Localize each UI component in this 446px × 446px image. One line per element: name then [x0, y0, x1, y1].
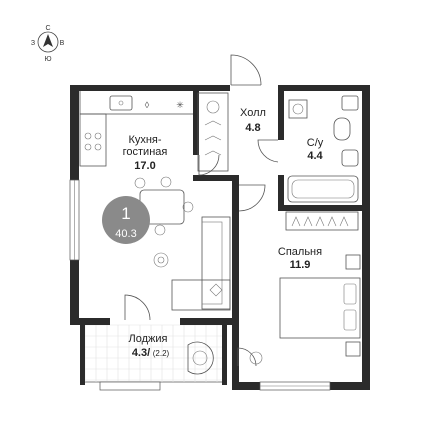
bathroom-furniture	[287, 95, 359, 203]
room-bathroom-name: С/у	[307, 137, 324, 149]
bathtub-inner	[291, 179, 355, 199]
bed-pillow	[343, 283, 357, 305]
chair-icon	[134, 177, 146, 189]
room-bathroom-area: 4.4	[307, 150, 323, 162]
hood-icon: ✳	[176, 100, 184, 110]
wall-center-vertical	[232, 180, 239, 390]
compass-ring	[37, 31, 59, 53]
wardrobe	[197, 92, 229, 172]
compass-west: З	[31, 40, 35, 47]
loggia-furniture	[187, 341, 214, 375]
loggia-chair-seat	[192, 350, 208, 366]
wall-right	[362, 85, 370, 390]
door-bathroom	[257, 139, 279, 163]
sofa-seat	[201, 221, 223, 305]
bed	[279, 277, 361, 339]
loggia-chair-icon	[187, 341, 214, 375]
badge-area: 40.3	[115, 228, 136, 240]
room-kitchen: Кухня- гостиная 17.0	[123, 134, 168, 172]
hanger-icon	[204, 120, 222, 156]
nightstand-icon	[345, 341, 361, 357]
washing-machine-icon	[288, 99, 308, 119]
room-hall-name: Холл	[240, 107, 266, 119]
armchair	[171, 279, 231, 311]
room-bedroom-area: 11.9	[290, 259, 311, 271]
room-bedroom: Спальня 11.9	[278, 246, 322, 271]
wall-living-bottom-left	[70, 318, 110, 325]
wall-hall-bottom	[193, 175, 239, 181]
door-bedroom	[238, 184, 266, 212]
room-loggia-area: 4.3/	[132, 347, 150, 359]
door-entrance	[230, 54, 262, 86]
wall-hall-left	[193, 85, 199, 155]
compass-south: Ю	[44, 56, 51, 63]
sofa	[201, 216, 231, 310]
door-loggia	[124, 294, 151, 321]
chair-icon	[160, 176, 172, 188]
wall-top-left	[70, 85, 230, 91]
room-loggia-name: Лоджия	[129, 333, 168, 345]
compass-east: В	[60, 40, 65, 47]
chair-icon	[154, 224, 166, 236]
room-kitchen-name-2: гостиная	[123, 146, 168, 158]
chair-icon	[249, 351, 263, 365]
doors	[124, 54, 279, 367]
bathtub-icon	[287, 175, 359, 203]
wall-loggia-left	[80, 325, 85, 385]
toilet-icon	[333, 117, 351, 141]
room-hall: Холл 4.8	[240, 107, 266, 134]
sink-drain	[118, 100, 124, 106]
bedroom-furniture	[249, 211, 361, 365]
sink-bath-icon	[341, 95, 359, 111]
wall-bath-left	[278, 85, 284, 140]
compass-arrow-icon	[43, 34, 53, 47]
kitchen-side-counter	[79, 113, 107, 167]
wall-top-right	[280, 85, 368, 91]
floor-lamp-inner	[157, 256, 165, 264]
plant-icon	[209, 283, 223, 297]
washing-machine-drum	[292, 103, 304, 115]
floor-lamp-icon	[153, 252, 169, 268]
room-kitchen-name-1: Кухня-	[128, 134, 161, 146]
compass: С В Ю З	[31, 25, 65, 63]
nightstand-icon	[345, 254, 361, 270]
kitchen-furniture: ◊ ✳	[84, 92, 231, 311]
wall-loggia-right	[222, 325, 227, 385]
wall-living-bottom-right	[180, 318, 238, 325]
window-loggia	[99, 381, 161, 391]
sink-icon	[109, 95, 133, 111]
bed-pillow	[343, 309, 357, 331]
room-bedroom-name: Спальня	[278, 246, 322, 258]
bedroom-wardrobe	[285, 211, 359, 231]
chair-icon	[182, 201, 194, 213]
faucet-icon: ◊	[145, 100, 150, 110]
badge-rooms: 1	[121, 204, 130, 223]
room-loggia-area-reduced: (2.2)	[153, 349, 170, 358]
compass-north: С	[45, 25, 50, 32]
wall-bath-left-lower	[278, 175, 284, 210]
room-kitchen-area: 17.0	[134, 160, 155, 172]
stove-icon	[84, 132, 102, 151]
sink-bath-lower-icon	[341, 149, 359, 167]
room-loggia: Лоджия 4.3/ (2.2)	[129, 333, 170, 359]
door-bedroom-balcony	[237, 347, 257, 367]
room-bathroom: С/у 4.4	[307, 137, 324, 162]
badge-circle	[102, 196, 150, 244]
windows	[69, 179, 331, 391]
wall-bath-bottom	[278, 205, 370, 211]
door-kitchen	[198, 154, 220, 176]
washer-icon	[206, 100, 220, 114]
apartment-badge: 1 40.3	[102, 196, 150, 244]
room-hall-area: 4.8	[245, 122, 260, 134]
